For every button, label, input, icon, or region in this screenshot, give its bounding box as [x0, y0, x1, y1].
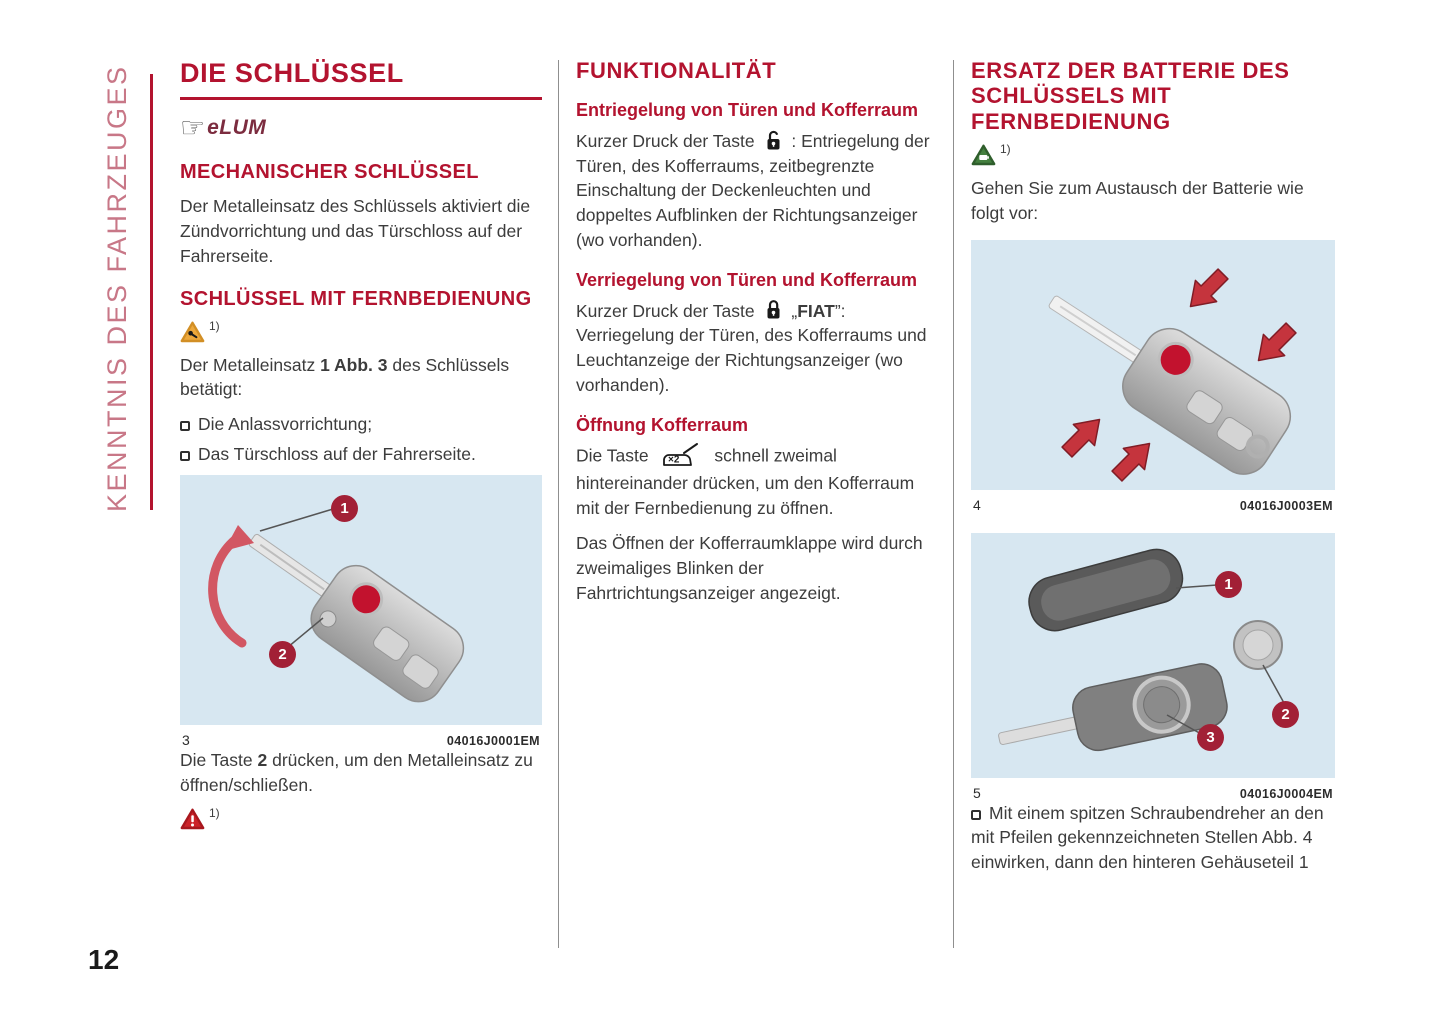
note-reference: 1) [209, 318, 220, 333]
figure-3-image: 1 2 [180, 475, 542, 726]
elum-label: eLUM [207, 116, 267, 140]
text-segment: Verriegelung der Türen, des Kofferraums … [576, 325, 927, 396]
paragraph-taste-2: Die Taste 2 drücken, um den Metalleinsat… [180, 748, 542, 798]
pointing-hand-icon: ☞ [180, 112, 206, 144]
heading-entriegelung: Entriegelung von Türen und Kofferraum [576, 100, 919, 121]
note-key-warning: 1) [180, 318, 542, 343]
fiat-label: FIAT [797, 300, 835, 321]
column-divider-2 [953, 60, 954, 948]
text-segment: Kurzer Druck der Taste [576, 300, 755, 321]
elum-logo: ☞ eLUM [180, 114, 542, 142]
text-segment: des Schlüssels betätigt: [180, 354, 510, 400]
chapter-vertical-label: KENNTNIS DES FAHRZEUGES [102, 64, 132, 512]
figure-code: 04016J0004EM [1239, 786, 1333, 801]
figure-number: 4 [973, 496, 981, 513]
callout-2: 2 [269, 641, 296, 669]
paragraph-kofferraum-2: Das Öffnen der Kofferraumklappe wird dur… [576, 533, 923, 603]
list-item-label: Das Türschloss auf der Fahrerseite. [198, 443, 476, 464]
note-battery-warning: 1) [971, 141, 1335, 166]
column-divider-1 [558, 60, 559, 948]
note-danger-warning: 1) [180, 805, 542, 830]
yellow-triangle-key-icon [180, 321, 205, 343]
figure-code: 04016J0001EM [446, 734, 540, 749]
red-triangle-exclamation-icon [180, 808, 205, 830]
section-title-funktionalitaet: FUNKTIONALITÄT [576, 58, 777, 83]
text-segment: Die Taste [180, 750, 253, 771]
trunk-press-count: ×2 [668, 455, 680, 466]
paragraph-entriegelung: Kurzer Druck der Taste : Entriegelung de… [576, 129, 936, 253]
square-bullet-icon [971, 809, 981, 820]
paragraph-verriegelung: Kurzer Druck der Taste „FIAT”: Verriegel… [576, 299, 936, 398]
green-triangle-battery-icon [971, 144, 996, 166]
figure-4-caption: 4 04016J0003EM [973, 497, 1333, 513]
column-keys: DIE SCHLÜSSEL ☞ eLUM MECHANISCHER SCHLÜS… [180, 58, 542, 840]
callout-1: 1 [331, 495, 358, 523]
key-fob-arrows-illustration [1048, 267, 1297, 482]
figure-number: 3 [182, 732, 190, 749]
paragraph-schraubendreher-step: Mit einem spitzen Schraubendreher an den… [971, 801, 1335, 876]
paragraph-mechanischer-schluessel: Der Metalleinsatz des Schlüssels aktivie… [180, 196, 531, 266]
paragraph-batterie-intro: Gehen Sie zum Austausch der Batterie wie… [971, 177, 1304, 223]
button-reference: 2 [257, 750, 268, 771]
section-title-ersatz-der-batterie: ERSATZ DER BATTERIE DES SCHLÜSSELS MIT F… [971, 58, 1290, 134]
section-title-die-schluessel: DIE SCHLÜSSEL [180, 58, 542, 101]
figure-3-caption: 3 04016J0001EM [182, 732, 540, 748]
column-functionality: FUNKTIONALITÄT Entriegelung von Türen un… [576, 58, 936, 616]
heading-schluessel-mit-fernbedienung: SCHLÜSSEL MIT FERNBEDIENUNG [180, 287, 532, 310]
key-fob-battery-illustration [998, 548, 1285, 751]
column-battery-replacement: ERSATZ DER BATTERIE DES SCHLÜSSELS MIT F… [971, 58, 1335, 885]
figure-code: 04016J0003EM [1239, 498, 1333, 513]
unlock-icon [764, 130, 783, 151]
callout-1: 1 [1215, 570, 1242, 598]
text-segment: Der Metalleinsatz [180, 354, 316, 375]
square-bullet-icon [180, 450, 190, 461]
chapter-rule [150, 74, 153, 510]
note-reference: 1) [1000, 141, 1011, 156]
quote-mark: ”: [834, 300, 846, 321]
page-number: 12 [88, 944, 120, 975]
figure-5-image: 1 2 3 [971, 532, 1335, 778]
text-segment: Die Taste [576, 446, 649, 467]
key-fob-illustration [208, 508, 465, 703]
square-bullet-icon [180, 421, 190, 432]
text-segment: : Entriegelung der Türen, des Kofferraum… [576, 130, 930, 251]
quote-mark: „ [791, 300, 798, 321]
trunk-open-x2-icon: ×2 [658, 441, 706, 469]
text-segment: drücken, um den Metalleinsatz zu öffnen/… [180, 750, 533, 795]
text-segment: Kurzer Druck der Taste [576, 130, 755, 151]
paragraph-kofferraum-1: Die Taste ×2 schnell zweimal hintereinan… [576, 443, 936, 521]
lock-icon [764, 299, 783, 320]
heading-verriegelung: Verriegelung von Türen und Kofferraum [576, 270, 918, 291]
text-segment: schnell zweimal hintereinander drücken, … [576, 446, 915, 519]
figure-4-image [971, 239, 1335, 490]
list-item-anlassvorrichtung: Die Anlassvorrichtung; [180, 412, 542, 437]
figure-reference: 1 Abb. 3 [320, 354, 388, 375]
list-item-tuerschloss: Das Türschloss auf der Fahrerseite. [180, 442, 542, 467]
figure-5-caption: 5 04016J0004EM [973, 785, 1333, 801]
list-item-label: Die Anlassvorrichtung; [198, 414, 373, 435]
paragraph-metalleinsatz: Der Metalleinsatz 1 Abb. 3 des Schlüssel… [180, 353, 542, 403]
heading-oeffnung-kofferraum: Öffnung Kofferraum [576, 414, 748, 435]
callout-3: 3 [1197, 723, 1224, 751]
note-reference: 1) [209, 805, 220, 820]
callout-2: 2 [1272, 700, 1299, 728]
text-segment: Mit einem spitzen Schraubendreher an den… [971, 802, 1324, 873]
heading-mechanischer-schluessel: MECHANISCHER SCHLÜSSEL [180, 161, 479, 184]
figure-number: 5 [973, 784, 981, 801]
